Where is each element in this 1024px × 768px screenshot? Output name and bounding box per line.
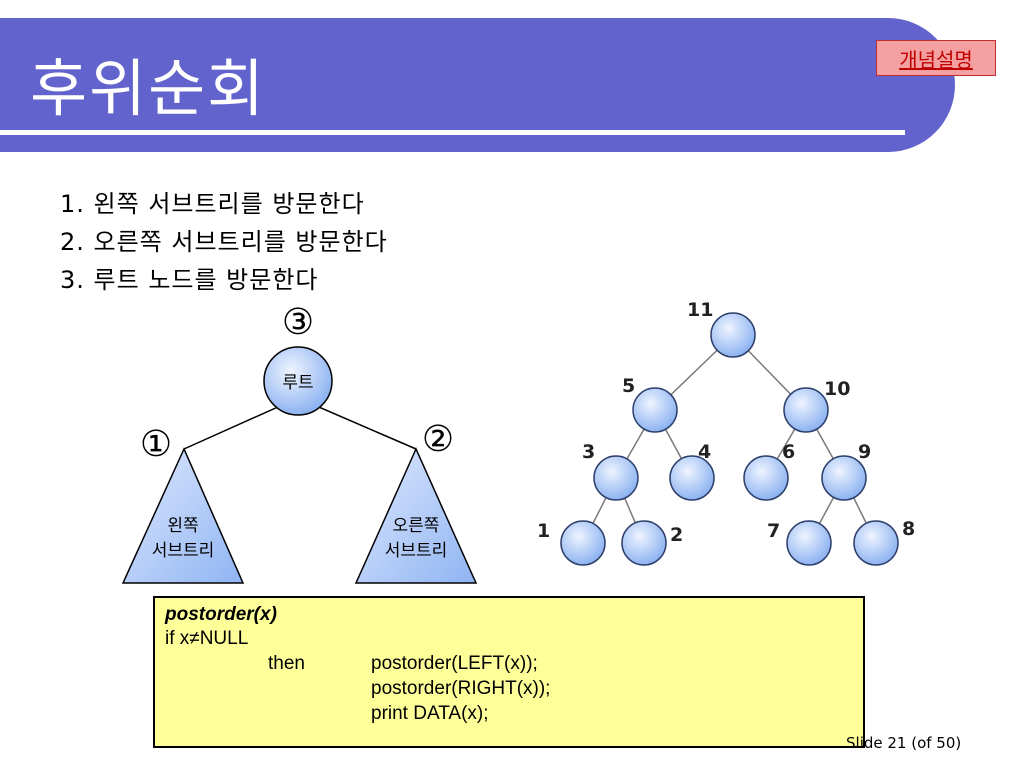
order-marker-right: ② [422,419,454,460]
step-item: 1. 왼쪽 서브트리를 방문한다 [60,190,365,218]
tree-node-2 [621,520,667,566]
title-underline [0,130,905,135]
tree-label-10: 10 [824,378,850,400]
code-line-right: postorder(RIGHT(x)); [371,678,551,699]
code-line-left: postorder(LEFT(x)); [371,653,538,674]
postorder-schematic: 루트 왼쪽 서브트리 오른쪽 서브트리 ① ② ③ [121,302,478,584]
pseudocode-box: postorder(x) if x≠NULL then postorder(LE… [153,596,865,748]
example-tree [582,334,877,544]
title-bar [0,18,955,152]
tree-node-5 [632,387,678,433]
left-subtree-label-line2: 서브트리 [152,541,215,561]
step-list: 1. 왼쪽 서브트리를 방문한다 2. 오른쪽 서브트리를 방문한다 3. 루트… [60,186,388,300]
slide-number: Slide 21 (of 50) [846,734,962,752]
tree-node-10 [783,387,829,433]
example-tree-nodes [560,312,899,566]
step-item: 2. 오른쪽 서브트리를 방문한다 [60,228,388,256]
concept-explanation-button[interactable]: 개념설명 [876,40,996,76]
root-label: 루트 [282,373,313,393]
order-marker-root: ③ [282,302,314,343]
tree-node-8 [853,520,899,566]
tree-label-1: 1 [537,520,550,542]
tree-label-9: 9 [858,441,871,463]
tree-label-2: 2 [670,524,683,546]
right-subtree-label-line1: 오른쪽 [393,516,440,536]
tree-label-6: 6 [782,441,795,463]
code-line-print: print DATA(x); [371,703,489,724]
root-node [263,346,333,416]
code-signature: postorder(x) [165,604,277,625]
tree-node-6 [743,455,789,501]
tree-label-5: 5 [622,375,635,397]
tree-node-1 [560,520,606,566]
page-title: 후위순회 [30,52,267,125]
left-subtree-label-line1: 왼쪽 [167,516,198,536]
tree-node-3 [593,455,639,501]
example-tree-labels: 11 5 10 3 4 6 9 1 2 7 8 [537,299,915,546]
tree-label-4: 4 [698,441,711,463]
tree-label-7: 7 [767,520,780,542]
tree-label-8: 8 [902,518,915,540]
tree-node-11 [710,312,756,358]
tree-node-4 [669,455,715,501]
code-condition: if x≠NULL [165,628,249,649]
order-marker-left: ① [140,424,172,465]
right-subtree-triangle [354,447,478,584]
right-subtree-label-line2: 서브트리 [385,541,448,561]
step-item: 3. 루트 노드를 방문한다 [60,266,319,294]
tree-node-9 [821,455,867,501]
tree-node-7 [786,520,832,566]
tree-label-3: 3 [582,441,595,463]
code-then-keyword: then [268,653,305,674]
left-subtree-triangle [121,447,245,584]
tree-label-11: 11 [687,299,713,321]
